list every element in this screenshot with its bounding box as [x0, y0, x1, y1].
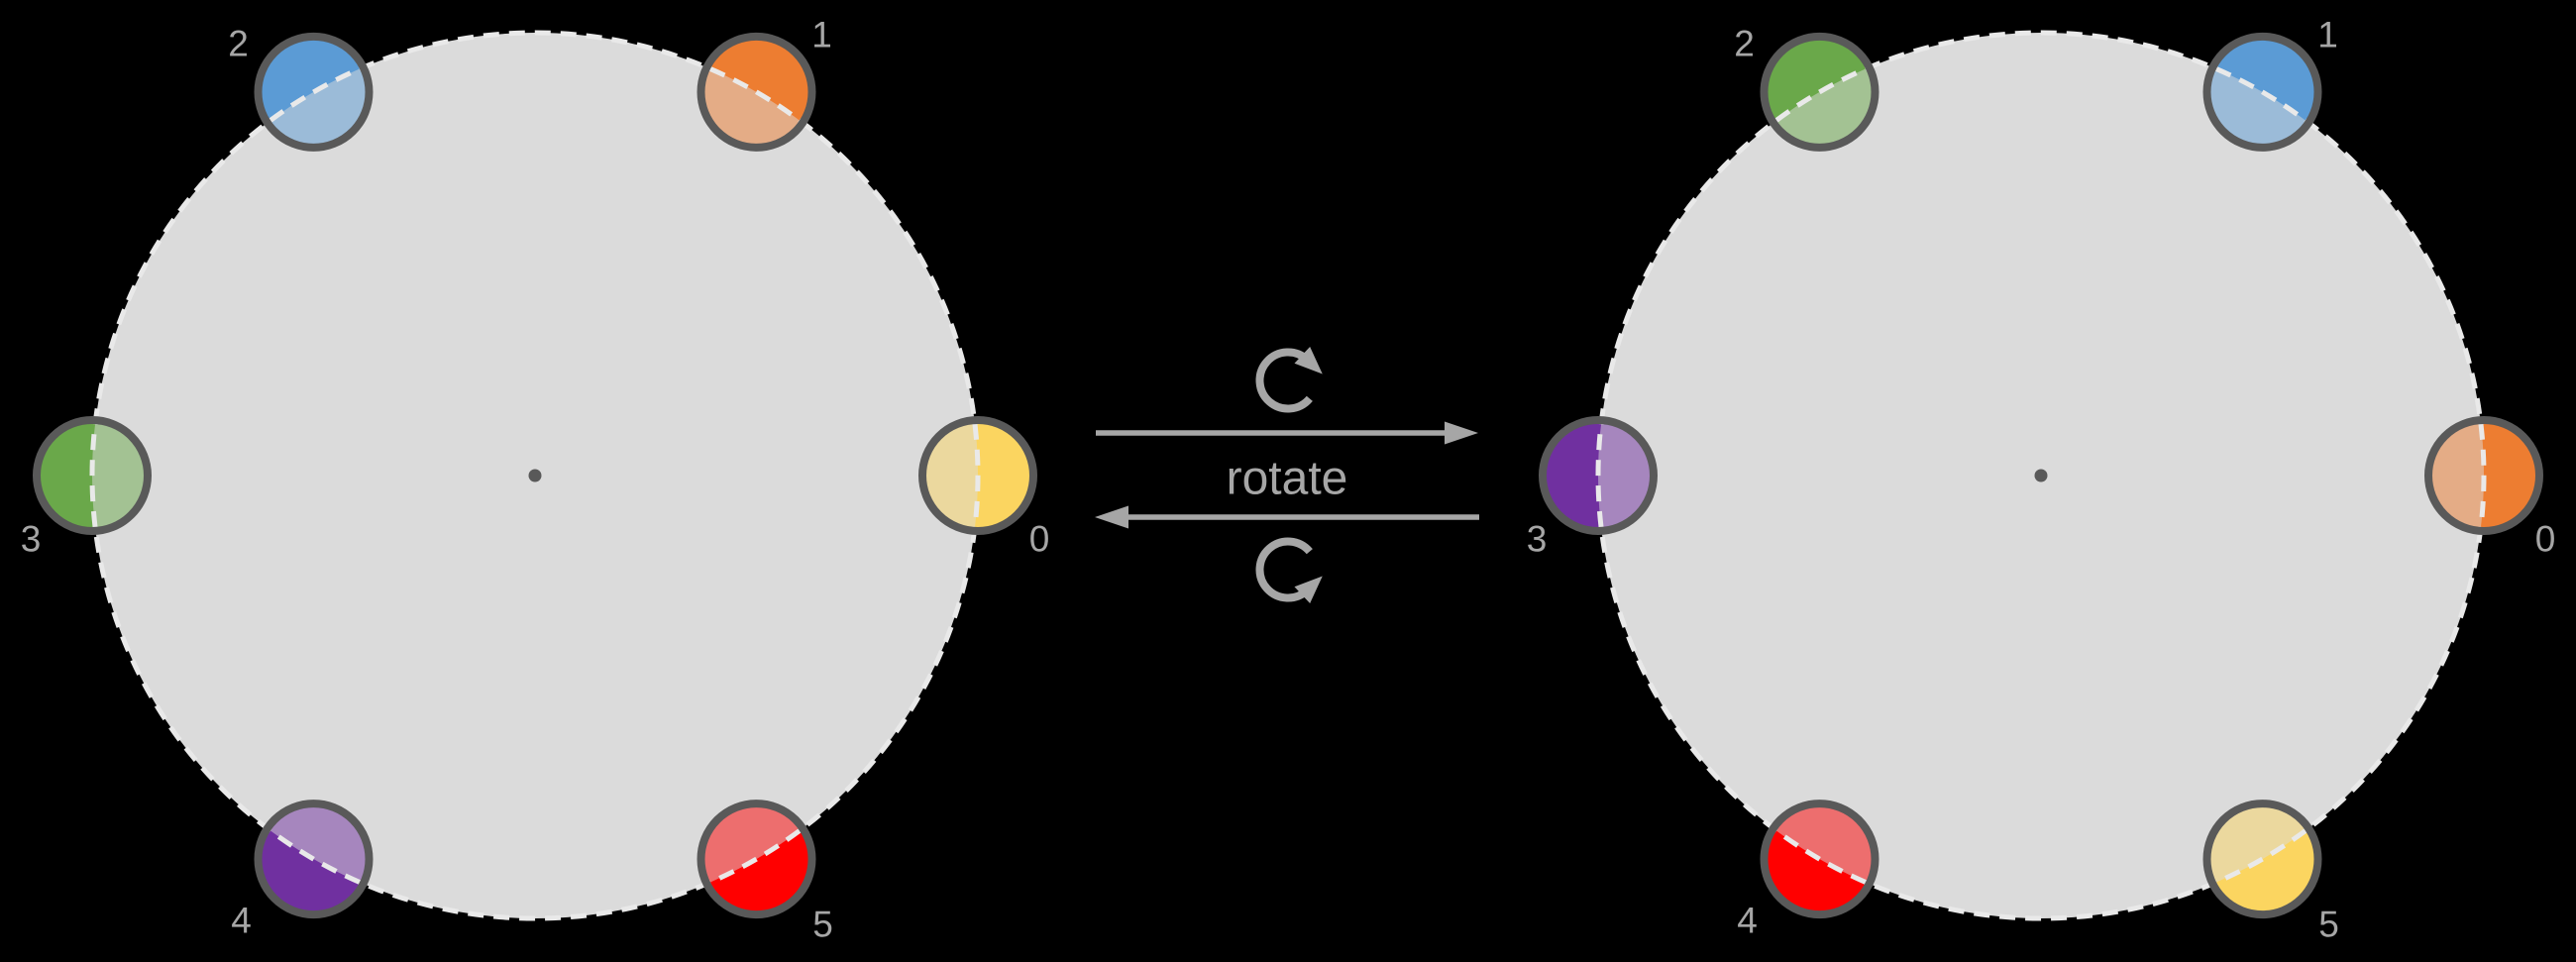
dot-border [2424, 416, 2543, 535]
left-wheel-center-dot [528, 469, 542, 482]
left-wheel-slot-1-label: 1 [811, 14, 832, 54]
right-wheel-slot-2-label: 2 [1734, 23, 1755, 63]
rotate-counterclockwise-icon [1255, 537, 1323, 604]
dot-border [918, 416, 1037, 535]
dot-border [2202, 32, 2322, 152]
arrow-right-head [1445, 421, 1478, 445]
left-wheel-slot-3-label: 3 [21, 519, 42, 560]
right-wheel-slot-5-label: 5 [2318, 905, 2339, 945]
wheel-right: 0 1 2 3 4 5 [1527, 14, 2556, 944]
dot-border [254, 800, 374, 919]
right-wheel-slot-1-label: 1 [2317, 14, 2338, 54]
dot-inner-shade [92, 420, 148, 531]
dot-border [1539, 416, 1658, 535]
dot-border [254, 32, 374, 152]
right-wheel-slot-3-label: 3 [1527, 519, 1548, 560]
rot-icon-arc [1255, 537, 1313, 602]
rotate-clockwise-icon [1255, 346, 1323, 413]
dot-border [1760, 800, 1879, 919]
rot-icon-arc [1255, 348, 1313, 413]
wheel-left: 0 1 2 3 4 5 [21, 14, 1050, 944]
right-wheel-center-dot [2034, 469, 2048, 482]
rotate-label: rotate [1227, 453, 1348, 505]
right-wheel-dashed-edge [1595, 30, 2487, 921]
rotate-operation: rotate [1095, 346, 1479, 604]
right-wheel-slot-0-label: 0 [2535, 519, 2556, 560]
rot-icon-arrowhead [1294, 346, 1323, 374]
left-wheel-slot-5-label: 5 [812, 905, 833, 945]
left-wheel-dashed-edge [89, 30, 981, 921]
dot-border [33, 416, 152, 535]
left-wheel-slot-0-label: 0 [1029, 519, 1050, 560]
arrow-left [1095, 505, 1479, 529]
left-wheel-slot-4-label: 4 [231, 901, 252, 941]
dot-border [697, 32, 816, 152]
dot-inner-shade [922, 420, 978, 531]
left-wheel-slot-2-label: 2 [228, 23, 249, 63]
arrow-right [1096, 421, 1478, 445]
dot-inner-shade [2428, 420, 2484, 531]
rot-icon-arrowhead [1294, 576, 1323, 604]
dot-border [1760, 32, 1879, 152]
right-wheel-slot-4-label: 4 [1737, 901, 1758, 941]
arrow-left-head [1095, 505, 1128, 529]
dot-inner-shade [1598, 420, 1654, 531]
dot-border [697, 800, 816, 919]
dot-border [2202, 800, 2322, 919]
